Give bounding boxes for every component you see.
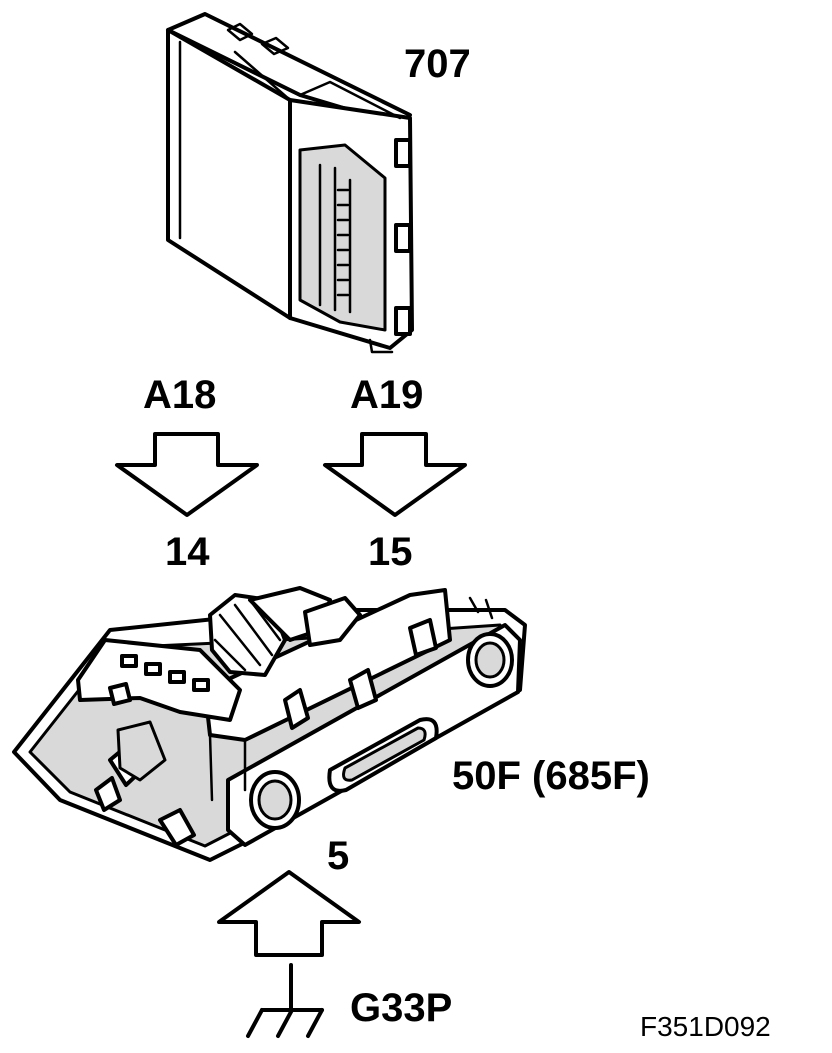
- pin-label-5: 5: [327, 834, 350, 878]
- figure-id: F351D092: [640, 1011, 771, 1042]
- up-arrow-icon: [217, 870, 361, 957]
- lamp-unit-drawing: [12, 586, 527, 862]
- pin-label-15: 15: [368, 530, 413, 574]
- control-module-label: 707: [404, 42, 471, 86]
- ground-icon: [246, 963, 324, 1038]
- lamp-unit-label: 50F (685F): [452, 754, 650, 798]
- pin-label-14: 14: [165, 530, 210, 574]
- pin-label-a18: A18: [143, 373, 217, 417]
- down-arrow-icon: [115, 432, 259, 517]
- pin-label-a19: A19: [350, 373, 424, 417]
- ground-point-label: G33P: [350, 986, 453, 1030]
- down-arrow-icon: [323, 432, 467, 517]
- control-module-drawing: [166, 12, 414, 354]
